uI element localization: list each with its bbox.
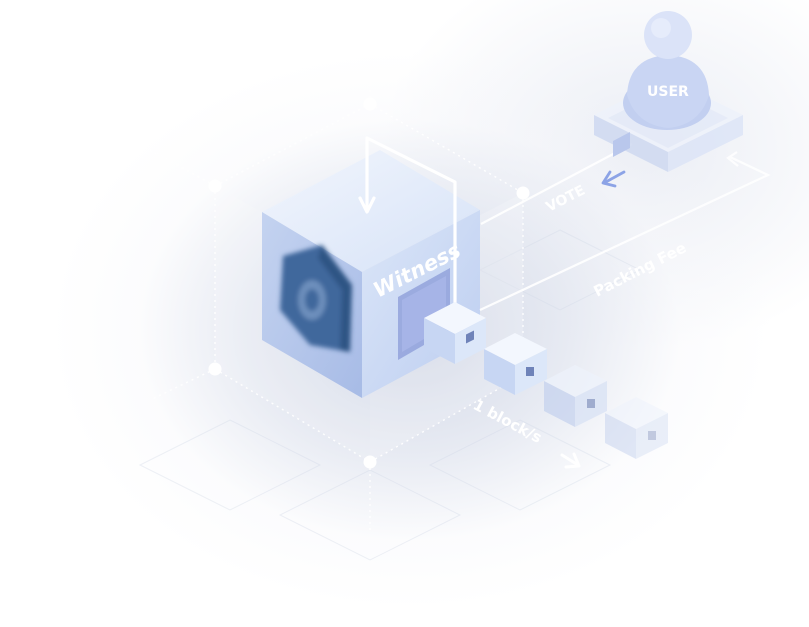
user-box-window (613, 132, 630, 157)
user-icon (623, 11, 711, 130)
block-3 (544, 365, 607, 427)
witness-cube-top (262, 150, 480, 272)
vote-route (480, 143, 633, 225)
block-rate-arrow-icon (560, 452, 581, 469)
floor-tiles (138, 229, 642, 561)
packing-fee-route (479, 151, 771, 311)
block-4 (605, 397, 668, 459)
block-chain (424, 302, 668, 459)
block-1 (424, 302, 486, 364)
vote-arrow-icon (601, 170, 626, 188)
return-arrow (358, 136, 457, 314)
packing-fee-label: Packing Fee (591, 239, 689, 301)
block-2 (484, 333, 547, 395)
wireframe-nodes (208, 97, 530, 469)
coin-icon (280, 245, 352, 352)
user-label: USER (647, 84, 689, 100)
